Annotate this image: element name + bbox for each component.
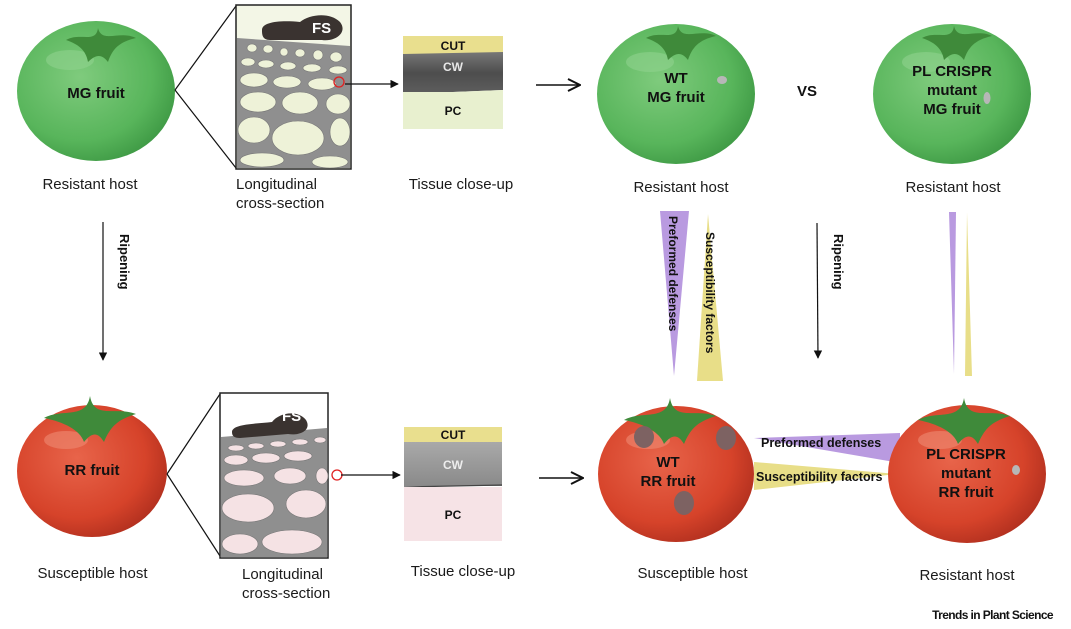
vs-label: VS	[797, 83, 818, 100]
journal-credit: Trends in Plant Science	[932, 608, 1054, 622]
fungal-structure	[262, 15, 343, 41]
wedge-label-susceptibility-factors: Susceptibility factors	[703, 232, 717, 354]
wedge-horizontal-preformed-defenses	[754, 433, 900, 463]
caption-wt-resistant-host: Resistant host	[633, 179, 729, 196]
fs-label-red: FS	[282, 408, 302, 425]
horizontal-label-preformed-defenses: Preformed defenses	[761, 436, 882, 450]
fruit-label-wt-rr: WT RR fruit	[640, 454, 696, 490]
tissue-labels-red: CUT CW PC	[440, 428, 466, 522]
horizontal-label-susceptibility-factors: Susceptibility factors	[756, 470, 883, 484]
lesion	[1012, 465, 1020, 475]
ripening-label-right: Ripening	[831, 234, 846, 290]
fruit-label-mutant-mg: PL CRISPR mutant MG fruit	[912, 63, 992, 118]
fruit-label-rr: RR fruit	[64, 462, 120, 479]
cross-section-red	[219, 392, 343, 559]
caption-tissue-closeup: Tissue close-up	[408, 176, 514, 193]
cross-section-green	[235, 4, 352, 170]
fruit-label-wt-mg: WT MG fruit	[647, 70, 705, 106]
tomato-red-rr	[17, 396, 167, 537]
caption-tissue-closeup-red: Tissue close-up	[410, 563, 516, 580]
fruit-label-mutant-rr: PL CRISPR mutant RR fruit	[926, 446, 1006, 501]
caption-mutant-resistant-host: Resistant host	[905, 179, 1001, 196]
lesion	[634, 426, 654, 448]
tomato-green-mutant	[873, 24, 1031, 164]
tissue-closeup-green	[403, 36, 503, 129]
lesion	[983, 92, 991, 104]
tomato-green-wt	[597, 24, 755, 164]
caption-cross-section-red: Longitudinal cross-section	[242, 566, 331, 602]
tomato-red-mutant	[888, 398, 1046, 543]
tomato-green-mg	[17, 21, 175, 161]
wedge-susceptibility-factors	[697, 214, 723, 381]
ripening-label-left: Ripening	[117, 234, 132, 290]
highlight-circle	[333, 76, 345, 88]
wedge-preformed-defenses	[660, 211, 689, 376]
fruit-label-mg: MG fruit	[67, 85, 125, 102]
fs-label: FS	[312, 20, 332, 37]
lesion	[717, 76, 727, 84]
lesion	[716, 426, 736, 450]
tissue-labels-green: CUT CW PC	[440, 39, 466, 118]
wedge-label-preformed-defenses: Preformed defenses	[666, 216, 680, 332]
caption-mutant-resistant-host-red: Resistant host	[919, 567, 1015, 584]
lesion	[674, 491, 694, 515]
caption-resistant-host: Resistant host	[42, 176, 138, 193]
caption-wt-susceptible-host: Susceptible host	[637, 565, 748, 582]
wedge-susceptibility-factors-mutant	[965, 212, 972, 376]
tissue-closeup-red	[403, 427, 503, 541]
tomato-red-wt	[598, 398, 754, 542]
caption-cross-section: Longitudinal cross-section	[236, 176, 325, 212]
wedge-preformed-defenses-mutant	[949, 212, 956, 374]
stem-icon	[66, 28, 136, 62]
wedge-horizontal-susceptibility-factors	[754, 462, 897, 490]
caption-susceptible-host: Susceptible host	[37, 565, 148, 582]
